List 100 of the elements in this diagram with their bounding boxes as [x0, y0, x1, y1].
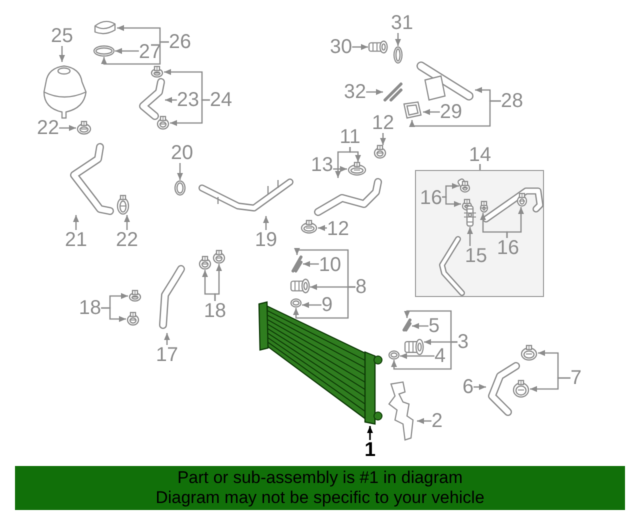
callout-number: 16: [420, 188, 442, 208]
callout-number: 14: [468, 145, 492, 165]
callout-number: 12: [326, 219, 350, 239]
hose-clamp-drawing: [516, 193, 528, 207]
hose-clamp-drawing: [479, 201, 489, 213]
leader-line: [391, 341, 458, 370]
callout-number: 1: [364, 440, 376, 460]
o-ring-drawing: [290, 298, 302, 308]
callout-number: 28: [500, 91, 524, 111]
callout-number: 17: [156, 345, 178, 365]
callout-number: 22: [36, 118, 60, 138]
leader-line: [318, 225, 327, 231]
callout-number: 19: [254, 230, 278, 250]
gasket-drawing: [401, 100, 423, 120]
hose-clamp-drawing: [373, 145, 387, 159]
leader-line: [214, 264, 222, 301]
callout-number: 16: [496, 238, 520, 258]
leader-line: [442, 196, 461, 207]
hose-drawing: [486, 362, 522, 418]
o-ring-drawing: [388, 350, 400, 360]
callout-number: 23: [176, 90, 200, 110]
hose-clamp-drawing: [347, 162, 367, 176]
leader-line: [530, 377, 570, 392]
leader-line: [506, 207, 524, 238]
callout-number: 4: [434, 346, 446, 366]
fitting-drawing: [404, 338, 424, 356]
callout-number: 9: [321, 295, 333, 315]
note-banner: [15, 466, 625, 510]
callout-number: 18: [204, 301, 226, 321]
leader-line: [263, 216, 269, 230]
hose-clamp-drawing: [76, 121, 92, 135]
leader-line: [400, 353, 434, 359]
callout-number: 2: [431, 411, 443, 431]
leader-line: [165, 97, 177, 103]
leader-line: [170, 99, 210, 126]
hose-clamp-drawing: [156, 116, 170, 130]
retaining-clip-drawing: [383, 82, 403, 102]
callout-number: 24: [210, 90, 232, 110]
callout-number: 8: [355, 277, 367, 297]
leader-line: [124, 215, 130, 230]
callout-number: 3: [457, 332, 469, 352]
callout-number: 31: [390, 13, 414, 33]
leader-line: [101, 41, 169, 65]
hose-drawing: [312, 178, 384, 218]
o-ring-drawing: [93, 45, 115, 57]
callout-number: 11: [340, 127, 360, 147]
hose-clamp-drawing: [512, 380, 530, 398]
callout-number: 7: [570, 368, 582, 388]
leader-line: [293, 286, 356, 319]
callout-number: 13: [310, 155, 334, 175]
leader-line: [423, 109, 440, 115]
note-text: Part or sub-assembly is #1 in diagram: [177, 468, 463, 488]
hose-clamp-drawing: [459, 181, 471, 193]
leader-line: [367, 426, 373, 440]
leader-line: [177, 163, 183, 180]
callout-number: 20: [170, 143, 194, 163]
leader-line: [474, 384, 486, 390]
hose-clamp-drawing: [520, 345, 538, 361]
connector-drawing: [463, 205, 477, 227]
leader-line: [366, 89, 383, 95]
callout-number: 18: [78, 298, 102, 318]
hose-clamp-drawing: [126, 312, 140, 326]
leader-line: [59, 125, 76, 131]
callout-number: 29: [440, 102, 462, 122]
callout-number: 30: [330, 37, 352, 57]
callout-number: 26: [168, 32, 192, 52]
hose-clamp-drawing: [116, 195, 130, 215]
hose-clamp-drawing: [198, 256, 212, 270]
leader-line: [409, 100, 501, 127]
hose-clamp-drawing: [150, 66, 164, 78]
leader-line: [115, 48, 139, 54]
callout-number: 27: [138, 42, 162, 62]
retaining-clip-drawing: [402, 318, 412, 332]
gasket-drawing: [174, 180, 186, 196]
hose-clamp-drawing: [128, 290, 142, 302]
leader-line: [467, 227, 473, 246]
hose-drawing: [137, 78, 165, 120]
callout-number: 6: [462, 377, 474, 397]
leader-line: [303, 261, 319, 267]
leader-line: [380, 133, 386, 145]
leader-line: [395, 33, 401, 46]
leader-line: [59, 46, 65, 62]
retaining-clip-drawing: [291, 255, 303, 273]
leader-line: [412, 323, 428, 329]
callout-number: 32: [344, 82, 366, 102]
leader-line: [417, 418, 432, 424]
callout-number: 15: [464, 246, 488, 266]
hose-clamp-drawing: [300, 220, 318, 234]
callout-number: 21: [64, 230, 88, 250]
leader-line: [101, 307, 126, 322]
leader-line: [164, 333, 170, 345]
coolant-flange-drawing: [415, 60, 475, 102]
callout-number: 12: [372, 113, 394, 133]
callout-number: 5: [428, 316, 440, 336]
hose-clamp-drawing: [212, 250, 226, 264]
plug-drawing: [368, 40, 388, 54]
leader-line: [302, 302, 322, 308]
leader-line: [352, 44, 368, 50]
leader-line: [349, 147, 361, 162]
note-text: Diagram may not be specific to your vehicle: [156, 488, 484, 508]
